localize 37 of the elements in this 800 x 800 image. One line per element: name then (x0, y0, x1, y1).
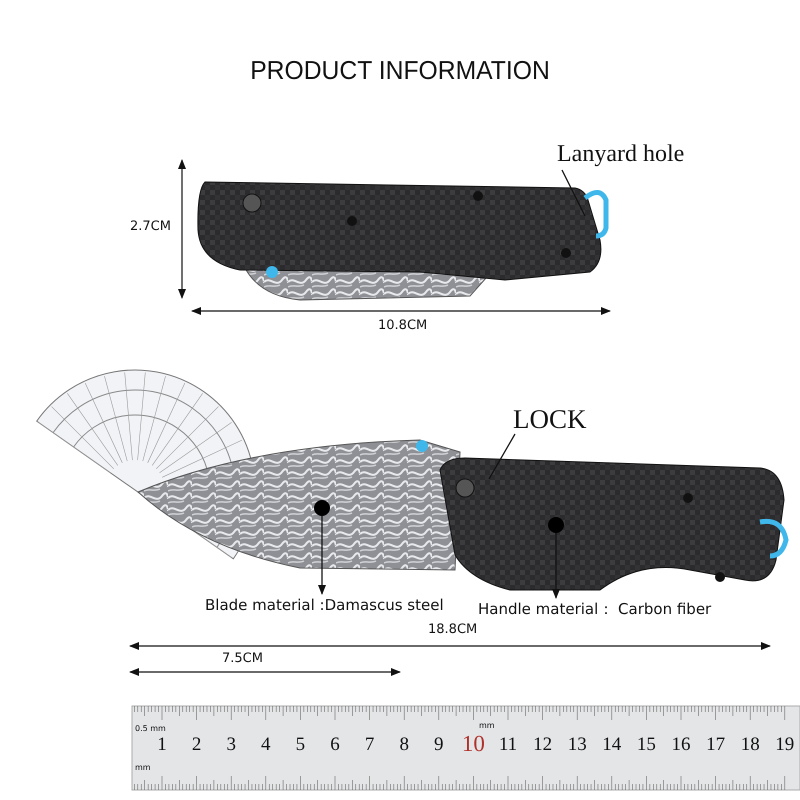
ruler-number: 2 (190, 734, 202, 756)
scale-unit: 0.5 mm (135, 724, 166, 733)
ruler-number: 15 (636, 734, 657, 756)
dimension-label: 18.8CM (428, 622, 478, 637)
title: PRODUCT INFORMATION (249, 55, 551, 86)
marker-dot (548, 517, 564, 533)
callout-text: Handle material： Carbon fiber (478, 600, 712, 619)
scale-unit: mm (479, 721, 495, 730)
dimension-label: 2.7CM (130, 219, 171, 234)
ruler-number: 6 (329, 734, 341, 756)
dimension-label: 10.8CM (378, 318, 428, 333)
ruler-number: 19 (774, 734, 796, 756)
arrow (318, 516, 326, 595)
ruler-number: 14 (601, 734, 622, 756)
ruler-number: 1 (156, 734, 168, 756)
ruler-number: 18 (740, 734, 761, 756)
ruler-number: 7 (364, 734, 376, 756)
ruler-number: 13 (566, 734, 588, 756)
leader-line (561, 170, 586, 216)
callout-text: LOCK (513, 404, 586, 435)
leader-line (488, 434, 516, 480)
marker-dot (314, 500, 330, 516)
ruler-number: 16 (670, 734, 692, 756)
dimension-label: 7.5CM (222, 651, 263, 666)
callout-text: Lanyard hole (557, 141, 684, 168)
ruler-number: 10 (460, 731, 486, 757)
arrow (552, 533, 560, 599)
ruler-number: 11 (498, 734, 518, 756)
ruler-number: 4 (260, 734, 272, 756)
ruler-number: 8 (398, 734, 410, 756)
callout-text: Blade material :Damascus steel (205, 596, 444, 614)
ruler-number: 9 (433, 734, 445, 756)
ruler-number: 3 (225, 734, 237, 756)
ruler-number: 12 (532, 734, 554, 756)
ruler-number: 17 (705, 734, 726, 756)
ruler-number: 5 (294, 734, 306, 756)
scale-unit: mm (135, 763, 151, 772)
